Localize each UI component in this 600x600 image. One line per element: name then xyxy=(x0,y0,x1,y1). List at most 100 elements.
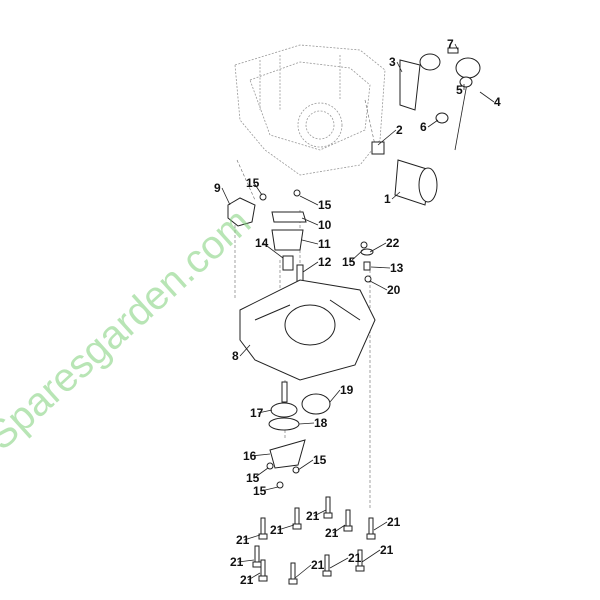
leader-line xyxy=(313,509,327,517)
crankcase-8 xyxy=(239,279,376,381)
bolt xyxy=(322,554,332,577)
leader-line xyxy=(253,467,269,479)
leader-line xyxy=(396,61,403,73)
callout-16: 16 xyxy=(243,449,257,463)
leader-line xyxy=(479,91,495,103)
callout-21: 21 xyxy=(380,543,394,557)
callout-15: 15 xyxy=(246,471,260,485)
callout-6: 6 xyxy=(420,120,427,134)
callout-11: 11 xyxy=(318,237,331,251)
part-14 xyxy=(282,255,294,271)
bolt xyxy=(343,509,353,532)
callout-15: 15 xyxy=(313,453,327,467)
watermark: Sparesgarden.com xyxy=(0,200,259,459)
gear-17 xyxy=(270,381,298,418)
oil-filter-1 xyxy=(394,159,438,206)
callout-21: 21 xyxy=(325,526,339,540)
callout-5: 5 xyxy=(456,83,463,97)
oil-pump-9 xyxy=(227,197,256,227)
screen-11 xyxy=(271,229,304,251)
callout-21: 21 xyxy=(387,515,401,529)
leader-line xyxy=(243,534,261,541)
leader-line xyxy=(297,459,314,471)
leader-line xyxy=(361,549,381,563)
bolt xyxy=(258,559,268,582)
leader-line xyxy=(237,559,255,563)
o-ring-6 xyxy=(435,112,449,124)
leader-line xyxy=(329,557,349,569)
leader-line xyxy=(373,521,388,531)
bolt xyxy=(288,562,298,585)
callout-21: 21 xyxy=(230,555,244,569)
leader-line xyxy=(221,187,231,206)
engine-block-outline xyxy=(234,44,386,176)
leader-line xyxy=(349,249,364,263)
dipstick-tube xyxy=(399,53,441,111)
leader-line xyxy=(454,43,459,51)
callout-1: 1 xyxy=(384,192,391,206)
leader-line xyxy=(332,524,346,534)
callout-21: 21 xyxy=(240,573,254,587)
callout-7: 7 xyxy=(447,37,454,51)
bolt xyxy=(252,545,262,568)
callout-21: 21 xyxy=(306,509,320,523)
callout-15: 15 xyxy=(342,255,356,269)
screws-15 xyxy=(259,189,368,489)
bolts-21 xyxy=(252,496,376,585)
callout-13: 13 xyxy=(390,261,404,275)
callout-12: 12 xyxy=(318,255,332,269)
dipstick xyxy=(454,57,481,151)
callout-3: 3 xyxy=(389,55,396,69)
leader-line xyxy=(247,572,261,581)
callout-22: 22 xyxy=(386,236,400,250)
leader-line xyxy=(253,182,263,196)
leader-line xyxy=(298,422,315,425)
leader-line xyxy=(257,409,273,414)
callout-14: 14 xyxy=(255,236,269,250)
leader-line xyxy=(329,389,341,403)
cover-10 xyxy=(271,211,307,223)
seal-ring-5 xyxy=(459,76,473,88)
leader-line xyxy=(294,564,312,579)
callout-21: 21 xyxy=(311,558,325,572)
leader-line xyxy=(391,191,401,200)
callout-19: 19 xyxy=(340,383,354,397)
leader-line xyxy=(260,486,279,492)
bolt xyxy=(323,496,333,519)
bolt xyxy=(258,517,268,540)
callout-21: 21 xyxy=(270,523,284,537)
leader-line xyxy=(369,280,388,291)
bolt xyxy=(366,517,376,540)
nipple-2 xyxy=(371,141,385,155)
bolt xyxy=(292,507,302,530)
leader-line xyxy=(370,266,391,269)
leader-line xyxy=(277,524,295,531)
leader-line xyxy=(262,242,284,259)
callout-9: 9 xyxy=(214,181,221,195)
callout-15: 15 xyxy=(253,484,267,498)
o-ring-18 xyxy=(268,417,300,431)
callout-4: 4 xyxy=(494,95,501,109)
leader-line xyxy=(377,129,397,146)
callout-21: 21 xyxy=(348,551,362,565)
cover-16 xyxy=(269,439,306,469)
leader-line xyxy=(239,344,251,357)
bolt xyxy=(355,549,365,572)
screw-7 xyxy=(447,47,459,54)
callout-15: 15 xyxy=(246,176,260,190)
assembly-lines xyxy=(234,99,376,510)
seal-19 xyxy=(301,393,331,415)
callout-15: 15 xyxy=(318,198,332,212)
callout-8: 8 xyxy=(232,349,239,363)
callout-20: 20 xyxy=(387,283,401,297)
part-20 xyxy=(364,275,372,283)
leader-line xyxy=(250,453,271,457)
leader-line xyxy=(301,217,319,226)
leader-line xyxy=(369,242,387,253)
leader-line xyxy=(301,239,319,245)
callout-2: 2 xyxy=(396,123,403,137)
part-13 xyxy=(363,261,371,271)
